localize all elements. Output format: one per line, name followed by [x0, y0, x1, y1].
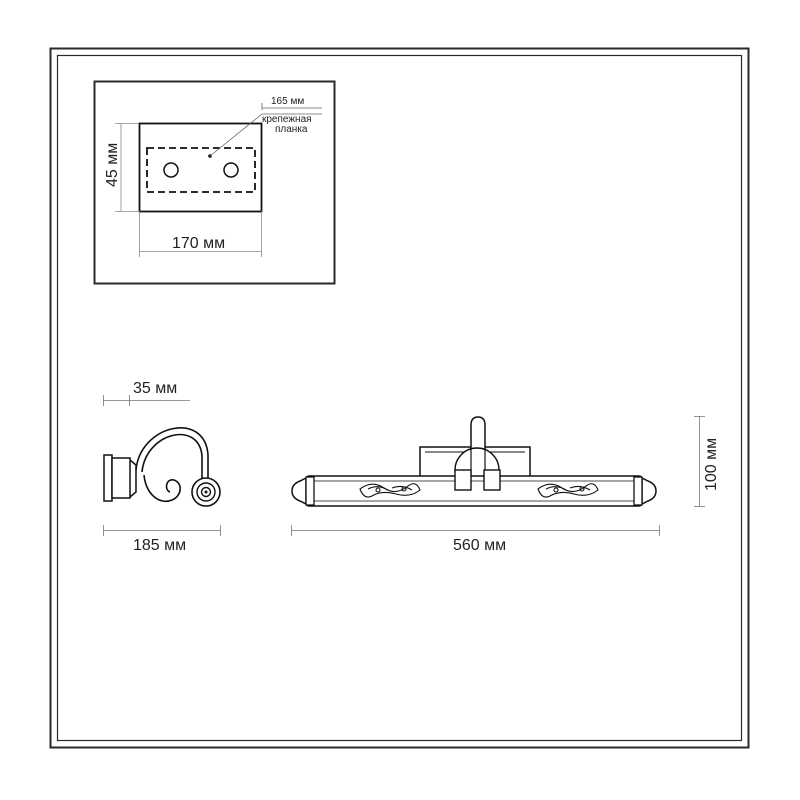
clamp-left	[454, 469, 472, 491]
side-depth-top-label: 35 мм	[133, 380, 177, 397]
side-depth-bottom-label: 185 мм	[133, 537, 186, 554]
light-tube	[305, 475, 643, 507]
end-collar-right	[633, 476, 643, 506]
inner-frame	[56, 54, 743, 742]
clamp-right	[483, 469, 501, 491]
front-height-label: 100 мм	[703, 438, 720, 491]
end-cap-right	[641, 476, 657, 506]
arm-curve-inner	[141, 433, 203, 478]
end-cap-left	[291, 476, 307, 506]
arm-scroll	[143, 474, 181, 502]
inset-box	[93, 80, 336, 285]
leader-line	[209, 113, 263, 157]
plate-width-label: 170 мм	[172, 235, 225, 252]
wall-cup-cap	[129, 459, 137, 498]
ornament-left	[359, 483, 421, 498]
end-collar-left	[305, 476, 315, 506]
front-view: 560 мм 100 мм	[291, 416, 720, 554]
side-view: 35 мм 185 мм	[103, 380, 221, 554]
shade-end-center	[204, 490, 208, 494]
bracket-label-line1: крепежная	[262, 114, 312, 125]
plate-height-label: 45 мм	[104, 143, 121, 187]
wall-cup	[111, 457, 131, 499]
ornament-right	[537, 483, 599, 498]
screw-hole-right	[223, 162, 239, 178]
mounting-bracket-dashed	[146, 147, 256, 193]
wall-plate	[103, 454, 113, 502]
front-width-label: 560 мм	[453, 537, 506, 554]
inner-dim-label: 165 мм	[271, 96, 304, 107]
arm-curve-outer	[135, 427, 209, 478]
mount-plate	[138, 122, 263, 213]
shade-end-mid	[196, 482, 216, 502]
shade-end-inner	[200, 486, 212, 498]
screw-hole-left	[163, 162, 179, 178]
bracket-label-line2: планка	[275, 124, 308, 135]
mount-plate-inset: 165 мм крепежная планка 45 мм 170 мм	[93, 80, 336, 285]
outer-frame	[49, 47, 750, 749]
